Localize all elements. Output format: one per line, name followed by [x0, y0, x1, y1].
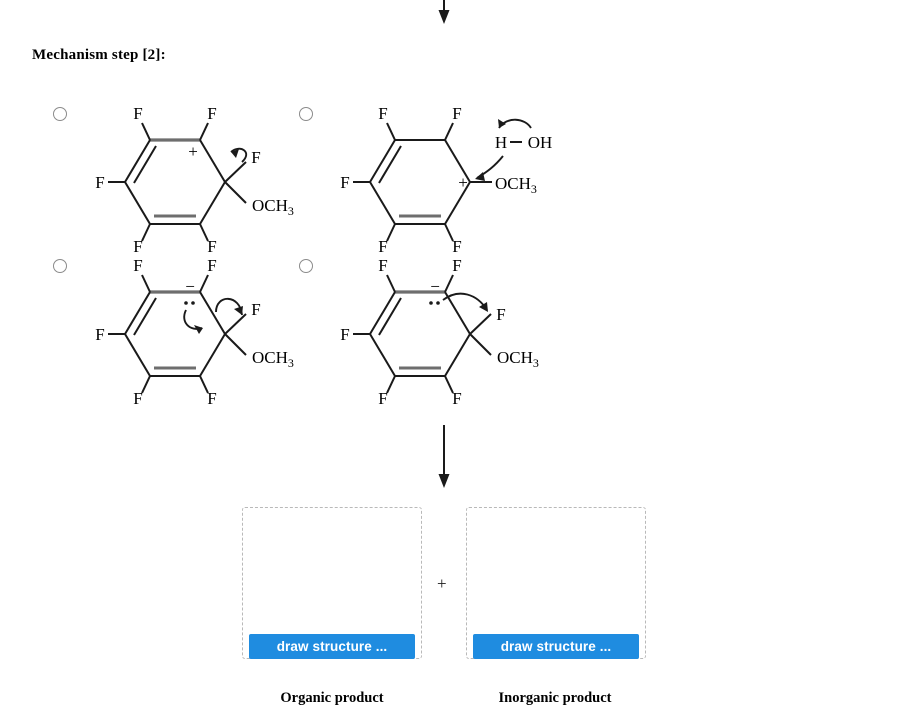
f-label: F	[340, 173, 349, 192]
charge-label: −	[430, 277, 440, 296]
f-label: F	[133, 256, 142, 275]
f-label: F	[207, 237, 216, 256]
f-label: F	[452, 237, 461, 256]
f-label: F	[340, 325, 349, 344]
f-label: F	[133, 389, 142, 408]
draw-structure-organic-button[interactable]: draw structure ...	[249, 634, 415, 659]
radio-option-3[interactable]	[53, 259, 67, 273]
reagent-h-label: H	[495, 133, 507, 152]
inorganic-product-caption: Inorganic product	[498, 690, 612, 706]
f-label: F	[207, 389, 216, 408]
f-label: F	[378, 389, 387, 408]
charge-label: −	[185, 277, 195, 296]
f-label: F	[133, 104, 142, 123]
f-label: F	[207, 104, 216, 123]
top-reaction-arrow	[438, 0, 450, 24]
inorganic-product-dropzone[interactable]	[466, 507, 646, 659]
f-label: F	[95, 325, 104, 344]
f-label: F	[378, 104, 387, 123]
och3-label: OCH3	[497, 348, 539, 370]
organic-product-caption: Organic product	[280, 690, 384, 706]
draw-structure-inorganic-button[interactable]: draw structure ...	[473, 634, 639, 659]
och3-label: OCH3	[252, 196, 294, 218]
lone-pair-dot	[184, 301, 188, 305]
charge-label: +	[188, 142, 198, 161]
lone-pair-dot	[429, 301, 433, 305]
f-label: F	[378, 237, 387, 256]
lone-pair-dot	[436, 301, 440, 305]
lone-pair-dot	[191, 301, 195, 305]
f-label: F	[95, 173, 104, 192]
f-substituent-label: F	[251, 148, 260, 167]
charge-label: +	[458, 173, 468, 192]
product-separator-plus: +	[437, 574, 447, 593]
radio-option-1[interactable]	[53, 107, 67, 121]
middle-reaction-arrow	[438, 425, 450, 488]
f-substituent-label: F	[496, 305, 505, 324]
radio-option-4[interactable]	[299, 259, 313, 273]
molecule-option-3[interactable]: − F F F F F F OCH3	[90, 252, 390, 408]
f-label: F	[452, 256, 461, 275]
page-title: Mechanism step [2]:	[32, 47, 166, 63]
molecule-option-1[interactable]: + F F F F F F OCH3	[90, 100, 390, 256]
molecule-option-2[interactable]: + H OH F F F F F OCH3	[335, 100, 635, 256]
f-label: F	[452, 104, 461, 123]
radio-option-2[interactable]	[299, 107, 313, 121]
f-label: F	[133, 237, 142, 256]
och3-label: OCH3	[495, 174, 537, 196]
f-substituent-label: F	[251, 300, 260, 319]
organic-product-dropzone[interactable]	[242, 507, 422, 659]
molecule-option-4[interactable]: − F F F F F F OCH3	[335, 252, 635, 408]
reagent-oh-label: OH	[528, 133, 553, 152]
och3-label: OCH3	[252, 348, 294, 370]
f-label: F	[207, 256, 216, 275]
f-label: F	[452, 389, 461, 408]
f-label: F	[378, 256, 387, 275]
